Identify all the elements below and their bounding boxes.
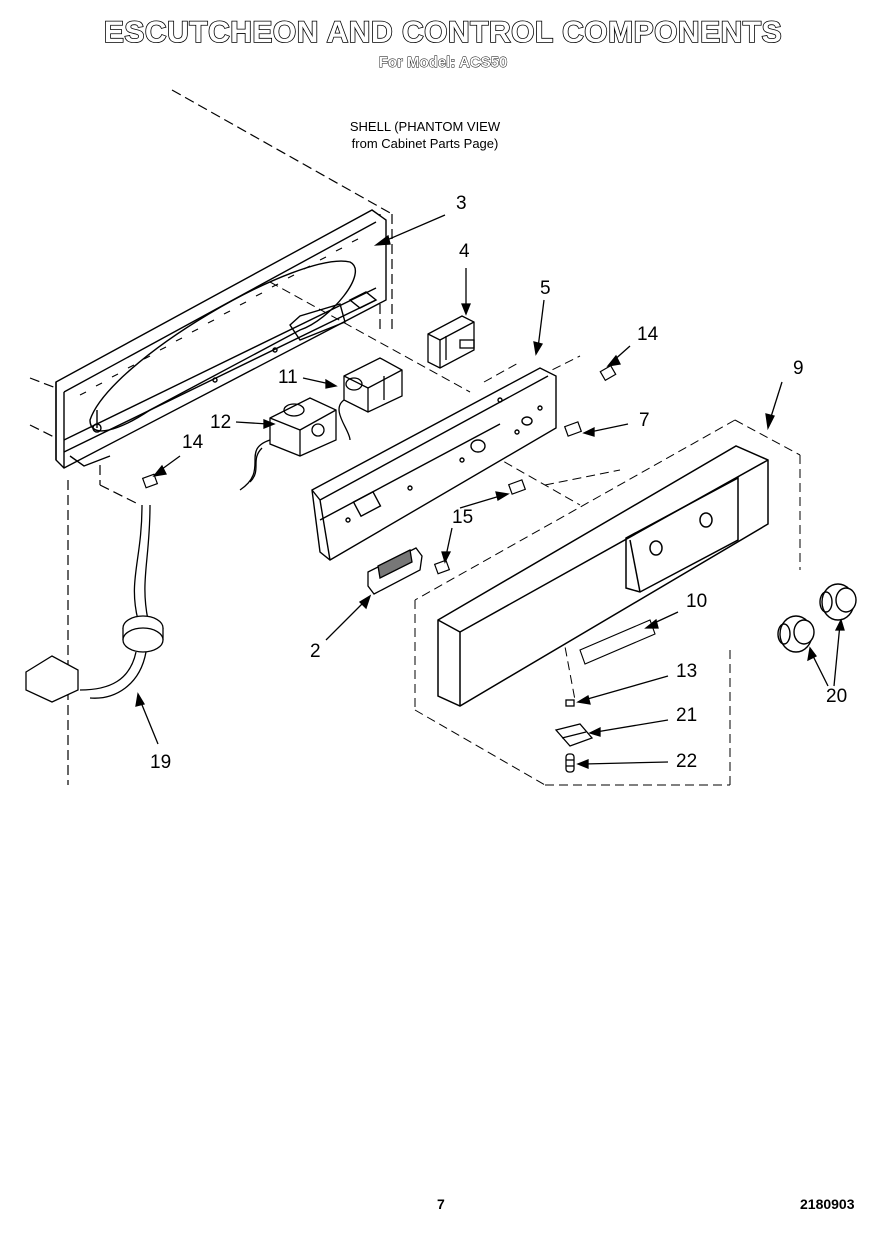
callout-21: 21	[676, 705, 698, 726]
note-line-1: SHELL (PHANTOM VIEW	[349, 119, 501, 134]
document-number: 2180903	[800, 1196, 855, 1212]
thermostat-part-11	[338, 357, 403, 441]
thermostat-part-12	[239, 397, 337, 491]
callout-15: 15	[452, 507, 474, 528]
callout-11: 11	[278, 367, 298, 388]
callout-2: 2	[310, 641, 321, 662]
callout-14-left: 14	[182, 432, 204, 453]
callout-leaders	[135, 214, 845, 769]
callout-19: 19	[150, 752, 172, 773]
wire-harness-part-19	[25, 504, 164, 703]
clip-part-13	[565, 699, 575, 707]
screws	[141, 364, 617, 575]
shell-phantom-note: SHELL (PHANTOM VIEW from Cabinet Parts P…	[300, 118, 550, 152]
model-subtitle: For Model: ACS50	[378, 54, 508, 72]
fastener-parts	[554, 699, 594, 773]
callout-9: 9	[793, 358, 804, 379]
callout-22: 22	[676, 751, 698, 772]
callout-4: 4	[459, 241, 470, 262]
callout-7: 7	[639, 410, 650, 431]
callout-14-top: 14	[637, 324, 659, 345]
callout-3: 3	[456, 193, 467, 214]
callout-12: 12	[210, 412, 232, 433]
callout-10: 10	[686, 591, 708, 612]
page-number: 7	[437, 1196, 445, 1212]
callout-5: 5	[540, 278, 551, 299]
knob-part-20	[777, 583, 857, 653]
escutcheon-panel-part-9	[437, 445, 769, 707]
callout-20: 20	[826, 686, 848, 707]
indicator-light-part-2	[367, 547, 423, 595]
frame-vent-slots	[79, 238, 359, 396]
control-bracket-part-5	[311, 367, 557, 561]
note-line-2: from Cabinet Parts Page)	[351, 136, 499, 151]
page-title: ESCUTCHEON AND CONTROL COMPONENTS	[103, 15, 783, 50]
shell-phantom-outline	[29, 89, 393, 785]
switch-part-4	[427, 315, 475, 369]
label-part-10	[579, 619, 656, 665]
callout-13: 13	[676, 661, 698, 682]
screw-part-22	[565, 753, 575, 773]
console-frame-part	[55, 209, 387, 469]
